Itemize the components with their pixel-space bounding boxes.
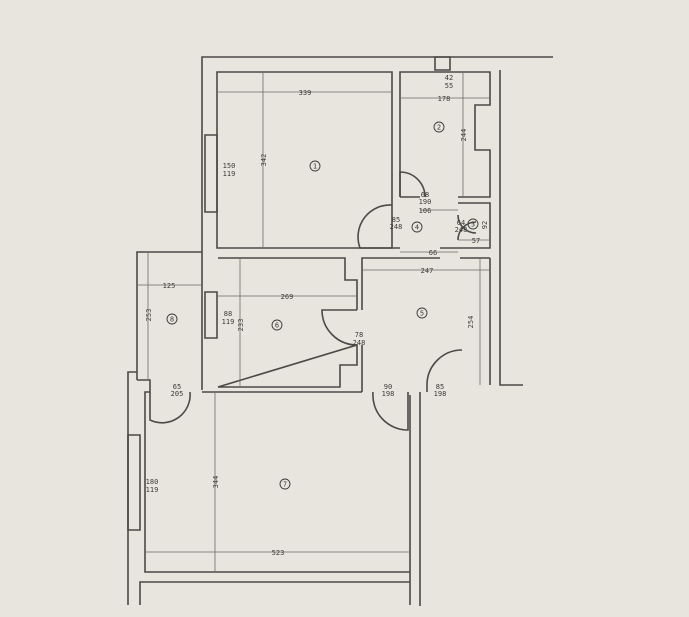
dimension-labels: 339 342 150 119 42 55 178 244 68 190 106…	[145, 74, 489, 557]
room-number-4: 4	[415, 224, 419, 232]
dimension-label: 248	[455, 226, 468, 234]
dimension-label: 205	[171, 390, 184, 398]
dimension-label: 119	[146, 486, 159, 494]
dimension-label: 178	[438, 95, 451, 103]
dimension-label: 119	[222, 318, 235, 326]
room-number-6: 6	[275, 322, 279, 330]
dimension-label: 90	[384, 383, 392, 391]
dimension-label: 244	[460, 129, 468, 142]
dimension-label: 233	[237, 319, 245, 332]
dimension-label: 42	[445, 74, 453, 82]
dimension-label: 342	[260, 154, 268, 167]
dimension-label: 125	[163, 282, 176, 290]
dimension-label: 92	[481, 221, 489, 229]
dimension-label: 198	[382, 390, 395, 398]
dimension-label: 57	[472, 237, 480, 245]
dimension-label: 253	[145, 309, 153, 322]
dimension-label: 55	[445, 82, 453, 90]
walls	[127, 56, 553, 606]
dimension-label: 85	[436, 383, 444, 391]
room-number-1: 1	[313, 163, 317, 171]
dimension-label: 66	[429, 249, 437, 257]
dimension-label: 150	[223, 162, 236, 170]
room-number-8: 8	[170, 316, 174, 324]
dimension-label: 65	[173, 383, 181, 391]
dimension-lines	[137, 72, 490, 572]
dimension-label: 247	[421, 267, 434, 275]
dimension-label: 64	[457, 219, 465, 227]
room-labels: 1 2 3 4 5 6 7 8	[166, 121, 479, 490]
dimension-label: 248	[353, 339, 366, 347]
dimension-label: 254	[467, 316, 475, 329]
dimension-label: 269	[281, 293, 294, 301]
room-number-2: 2	[437, 124, 441, 132]
dimension-label: 180	[146, 478, 159, 486]
dimension-label: 68	[421, 191, 429, 199]
dimension-label: 248	[390, 223, 403, 231]
dimension-label: 344	[212, 476, 220, 489]
dimension-label: 78	[355, 331, 363, 339]
dimension-label: 106	[419, 207, 432, 215]
doors	[149, 171, 477, 431]
dimension-label: 190	[419, 198, 432, 206]
dimension-label: 523	[272, 549, 285, 557]
room-number-5: 5	[420, 310, 424, 318]
dimension-label: 198	[434, 390, 447, 398]
dimension-label: 88	[224, 310, 232, 318]
dimension-label: 119	[223, 170, 236, 178]
room-number-7: 7	[283, 481, 287, 489]
dimension-label: 85	[392, 216, 400, 224]
dimension-label: 339	[299, 89, 312, 97]
room-number-3: 3	[471, 221, 475, 229]
